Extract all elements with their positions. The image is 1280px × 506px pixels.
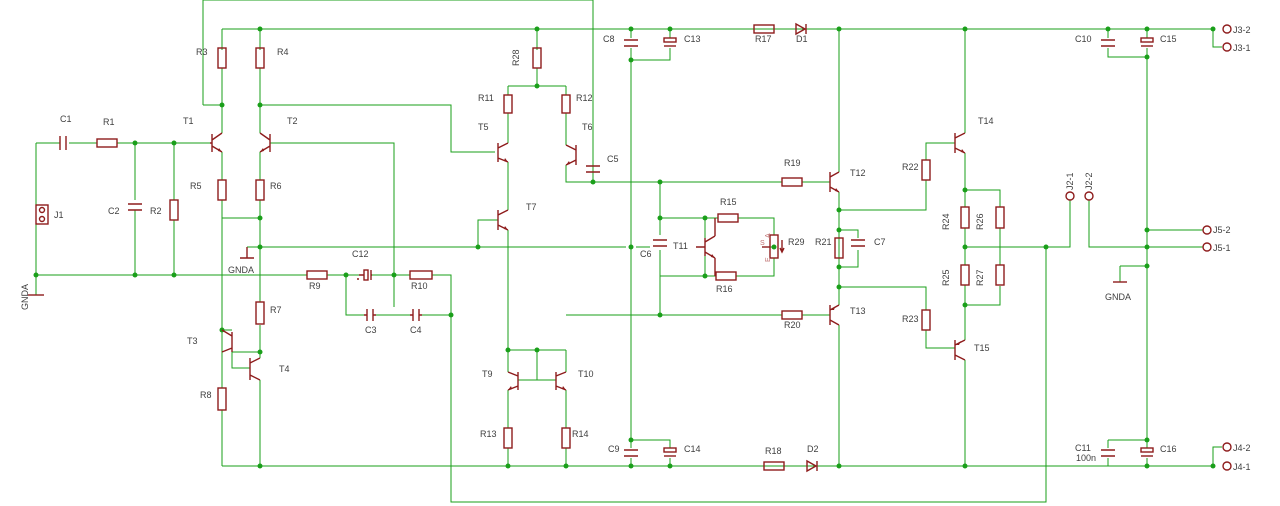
resistors: [96, 24, 1005, 471]
label-r17: R17: [755, 34, 772, 44]
label-r9: R9: [309, 281, 321, 291]
label-t10: T10: [578, 369, 594, 379]
label-j2-2: J2-2: [1084, 172, 1094, 190]
label-r22: R22: [902, 162, 919, 172]
label-c5: C5: [607, 154, 619, 164]
label-r27: R27: [975, 269, 985, 286]
label-j3-1: J3-1: [1233, 43, 1251, 53]
label-c6: C6: [640, 249, 652, 259]
label-c12: C12: [352, 249, 369, 259]
label-j4-1: J4-1: [1233, 462, 1251, 472]
label-r10: R10: [411, 281, 428, 291]
label-t12: T12: [850, 168, 866, 178]
label-r3: R3: [196, 47, 208, 57]
capacitors: [59, 37, 1154, 457]
label-r19: R19: [784, 158, 801, 168]
label-r5: R5: [190, 181, 202, 191]
label-d2: D2: [807, 444, 819, 454]
label-r26: R26: [975, 213, 985, 230]
label-t6: T6: [582, 122, 593, 132]
label-t1: T1: [183, 116, 194, 126]
ground-symbols: [28, 247, 1127, 296]
label-j5-2: J5-2: [1213, 225, 1231, 235]
label-t13: T13: [850, 306, 866, 316]
junctions: [33, 26, 1216, 469]
label-r16: R16: [716, 284, 733, 294]
label-pot-e: E: [765, 257, 772, 262]
wires: [35, 0, 1222, 503]
label-c4: C4: [410, 325, 422, 335]
label-r25: R25: [941, 269, 951, 286]
label-t4: T4: [279, 364, 290, 374]
label-t7: T7: [526, 202, 537, 212]
label-r7: R7: [270, 305, 282, 315]
label-r18: R18: [765, 446, 782, 456]
label-r28: R28: [511, 49, 521, 66]
label-gnda-mid: GNDA: [228, 265, 254, 275]
label-t9: T9: [482, 369, 493, 379]
label-c9: C9: [608, 444, 620, 454]
label-c15: C15: [1160, 34, 1177, 44]
label-r14: R14: [572, 429, 589, 439]
label-t5: T5: [478, 122, 489, 132]
label-gnda-right: GNDA: [1105, 292, 1131, 302]
label-r24: R24: [941, 213, 951, 230]
label-r13: R13: [480, 429, 497, 439]
label-r4: R4: [277, 47, 289, 57]
label-j2-1: J2-1: [1065, 172, 1075, 190]
label-r29: R29: [788, 237, 805, 247]
label-r8: R8: [200, 390, 212, 400]
label-c14: C14: [684, 444, 701, 454]
label-r15: R15: [720, 197, 737, 207]
label-t11: T11: [673, 241, 688, 251]
label-t15: T15: [974, 343, 990, 353]
label-t14: T14: [978, 116, 994, 126]
label-j4-2: J4-2: [1233, 443, 1251, 453]
label-r21: R21: [815, 237, 832, 247]
transistors: [210, 132, 966, 391]
label-c16: C16: [1160, 444, 1177, 454]
label-c11: C11: [1075, 443, 1091, 453]
label-t3: T3: [187, 336, 198, 346]
label-c8: C8: [603, 34, 615, 44]
label-r11: R11: [478, 93, 494, 103]
label-c7: C7: [874, 237, 886, 247]
labels: C1 R1 C2 R2 J1 GNDA R3 R4 T1 T2 R5 R6 R7…: [20, 25, 1251, 472]
label-j1: J1: [54, 210, 64, 220]
label-c1: C1: [60, 114, 72, 124]
label-r12: R12: [576, 93, 593, 103]
label-c11-value: 100n: [1076, 453, 1096, 463]
label-c3: C3: [365, 325, 377, 335]
connectors: [35, 24, 1232, 471]
label-j3-2: J3-2: [1233, 25, 1251, 35]
label-c2: C2: [108, 206, 120, 216]
label-pot-s: S: [760, 240, 765, 247]
label-r1: R1: [103, 117, 115, 127]
label-pot-a: A: [765, 233, 772, 238]
label-r2: R2: [150, 206, 162, 216]
label-d1: D1: [796, 34, 808, 44]
label-c10: C10: [1075, 34, 1092, 44]
label-t2: T2: [287, 116, 298, 126]
label-r6: R6: [270, 181, 282, 191]
label-r23: R23: [902, 314, 919, 324]
label-gnda-left: GNDA: [20, 284, 30, 310]
label-r20: R20: [784, 320, 801, 330]
label-c13: C13: [684, 34, 701, 44]
label-j5-1: J5-1: [1213, 243, 1231, 253]
diodes: [795, 22, 818, 473]
